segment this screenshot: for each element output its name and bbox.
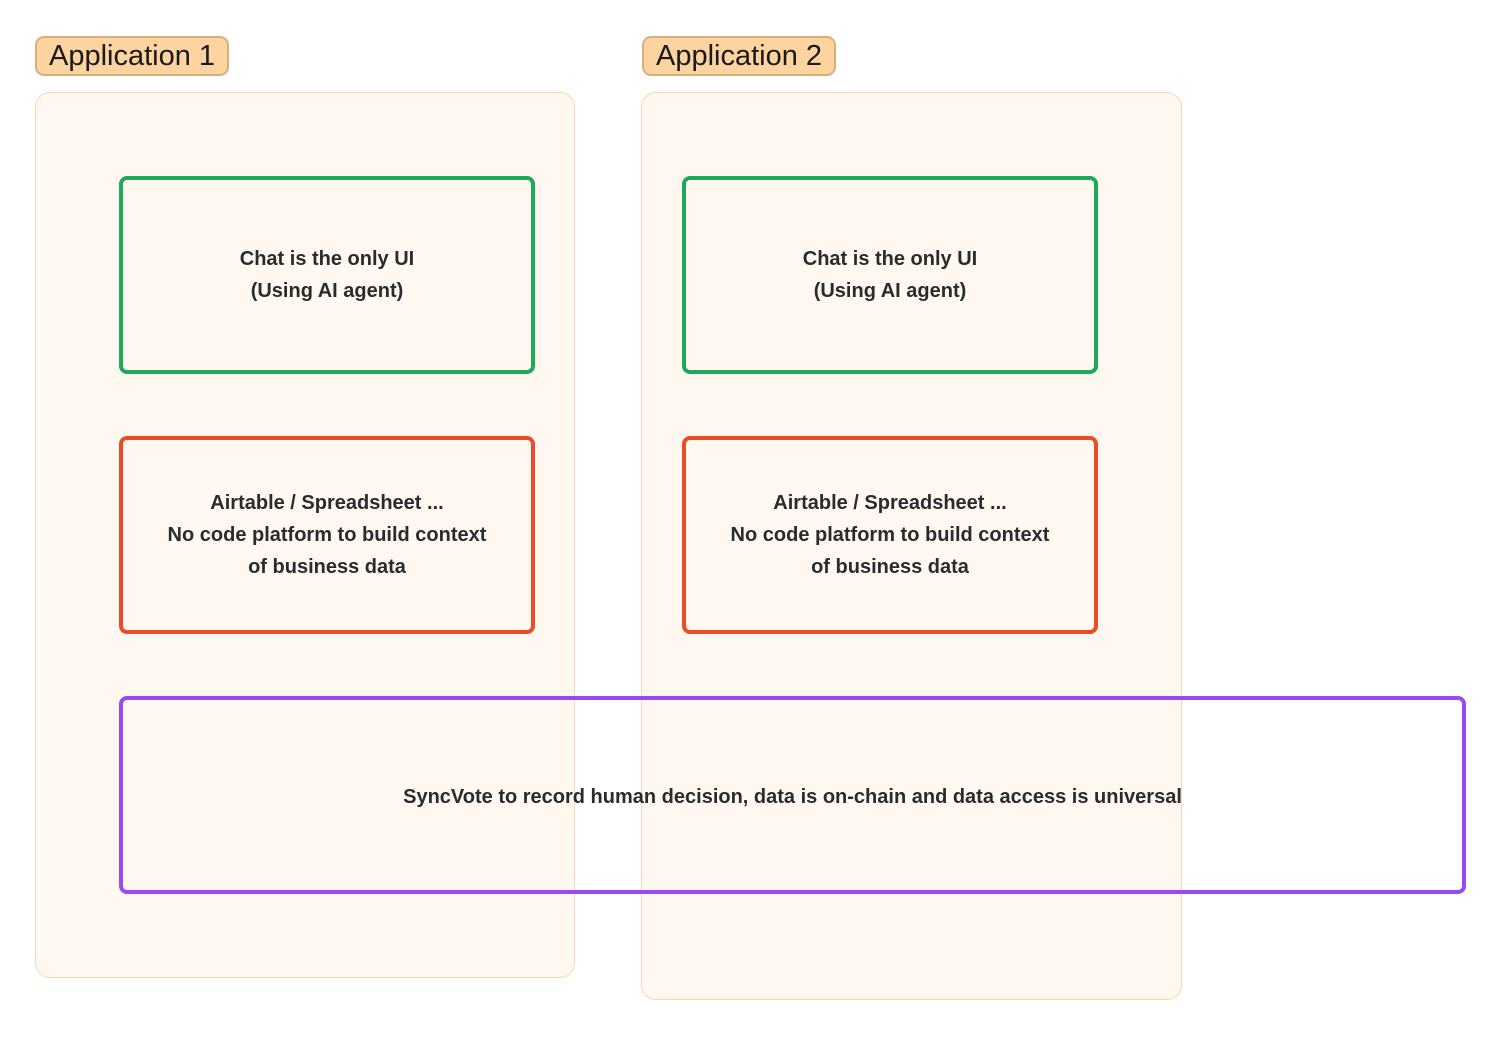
application-1-title: Application 1 [35,36,230,76]
syncvote-text: SyncVote to record human decision, data … [403,785,1182,808]
application-2-data-text: Airtable / Spreadsheet ... No code platf… [730,492,1050,578]
syncvote-box: SyncVote to record human decision, data … [119,696,1466,894]
application-2-chat-text: Chat is the only UI (Using AI agent) [802,248,978,302]
application-1-chat-box: Chat is the only UI (Using AI agent) [119,176,535,374]
application-2-chat-box: Chat is the only UI (Using AI agent) [682,176,1098,374]
application-1-data-box: Airtable / Spreadsheet ... No code platf… [119,436,535,634]
application-1-chat-text: Chat is the only UI (Using AI agent) [239,248,415,302]
application-2-data-box: Airtable / Spreadsheet ... No code platf… [682,436,1098,634]
application-1-data-text: Airtable / Spreadsheet ... No code platf… [167,492,487,578]
application-2-title: Application 2 [642,36,837,76]
